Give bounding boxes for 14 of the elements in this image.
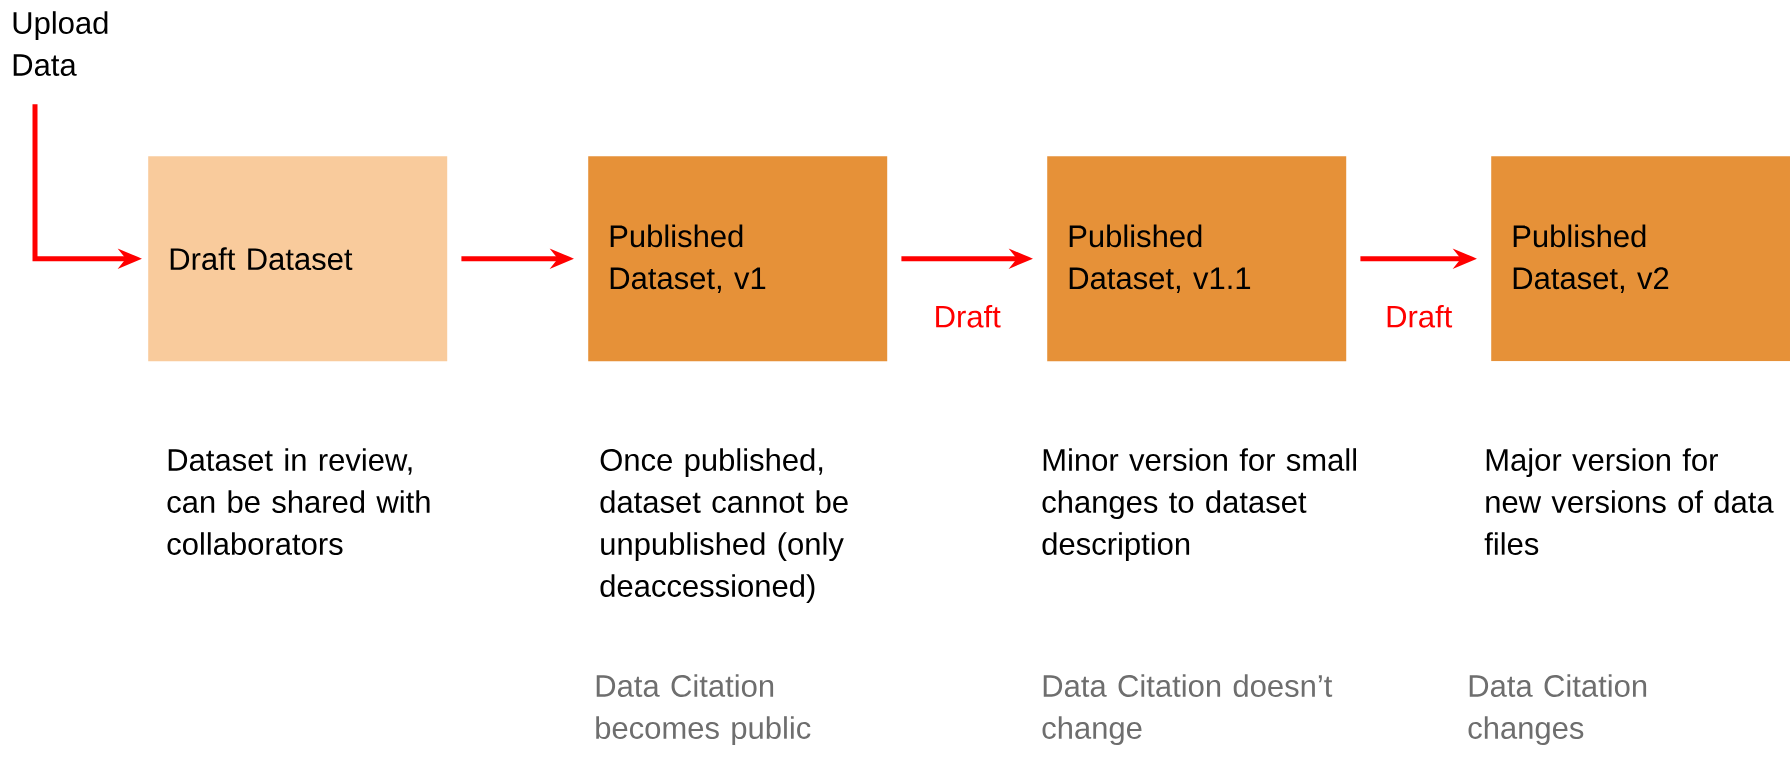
process-box: Published Dataset, v1: [588, 156, 888, 362]
note-text: Data Citation changes: [1468, 674, 1647, 746]
description-text: Dataset in review, can be shared with collaborators: [167, 448, 430, 555]
process-box: Draft Dataset: [148, 156, 448, 362]
note-text: Data Citation doesn’t change: [1042, 674, 1333, 746]
edge-label: Draft: [1383, 302, 1455, 330]
process-box: Published Dataset, v1.1: [1047, 156, 1347, 362]
description-text: Major version for new versions of data files: [1484, 448, 1774, 555]
description-text: Minor version for small changes to dataset description: [1042, 448, 1357, 562]
note-text: Data Citation becomes public: [596, 674, 811, 746]
start-label: Upload Data: [13, 11, 108, 76]
process-box: Published Dataset, v2: [1491, 156, 1790, 362]
edge-label: Draft: [931, 302, 1003, 330]
description-text: Once published, dataset cannot be unpublished (only deaccessioned): [600, 448, 848, 604]
